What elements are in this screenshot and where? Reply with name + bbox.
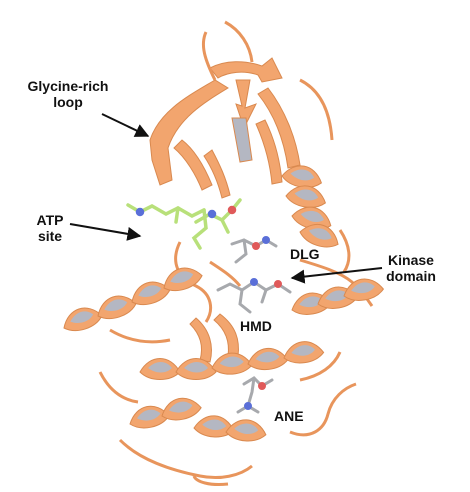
ane-residue-sticks [236, 376, 274, 414]
dlg-residue-sticks [230, 236, 278, 264]
hmd-label: HMD [240, 318, 272, 334]
ane-label: ANE [274, 408, 304, 424]
kinase-domain-label-line2: domain [386, 268, 436, 284]
atp-site-label: ATP site [26, 212, 74, 244]
glycine-loop-arrow [101, 113, 150, 137]
c-lobe-helix-e [289, 275, 386, 318]
glycine-loop-label: Glycine-rich loop [18, 78, 118, 110]
alpha-c-helix [280, 162, 351, 273]
glycine-loop-label-line2: loop [53, 94, 83, 110]
atp-ligand [126, 198, 242, 250]
atp-site-arrow [69, 223, 142, 241]
c-lobe-bottom-coils [98, 351, 357, 486]
atp-site-label-line1: ATP [36, 212, 64, 228]
c-lobe-helix-left [59, 262, 205, 336]
atp-site-label-line2: site [37, 228, 63, 244]
hmd-residue-sticks [216, 278, 292, 314]
c-lobe-helix-g [126, 393, 268, 443]
glycine-loop-label-line1: Glycine-rich [27, 78, 109, 94]
annotation-arrows [69, 113, 383, 284]
kinase-domain-arrow [290, 267, 383, 284]
n-lobe-beta-sheet [149, 20, 334, 199]
kinase-domain-label-line1: Kinase [388, 252, 434, 268]
c-lobe-central-sheet [189, 313, 239, 363]
dlg-label: DLG [290, 246, 320, 262]
kinase-domain-label: Kinase domain [376, 252, 446, 284]
linker-coils [109, 241, 374, 344]
